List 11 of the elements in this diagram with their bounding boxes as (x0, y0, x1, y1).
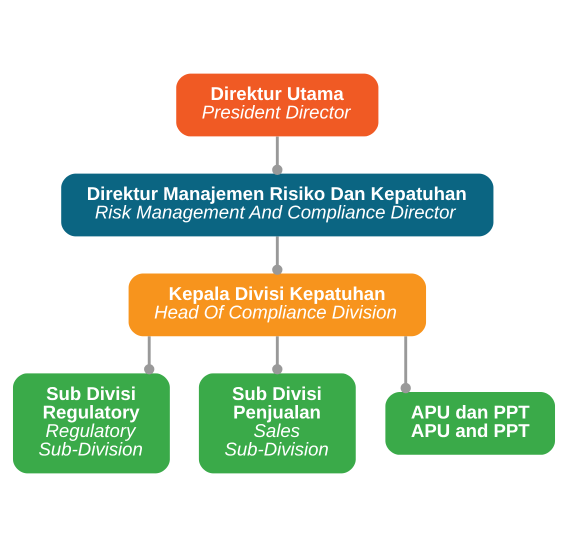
connector (272, 136, 282, 175)
node-box: Sub Divisi Regulatory Regulatory Sub-Division (12, 373, 170, 474)
connector (272, 236, 282, 275)
node-box: Sub Divisi Penjualan Sales Sub-Division (198, 373, 356, 474)
connector (272, 336, 282, 374)
node-box: Kepala Divisi Kepatuhan Head Of Compliance Division (128, 274, 426, 336)
connector (144, 336, 154, 374)
node-box: APU dan PPT APU and PPT (385, 392, 556, 455)
node-box: Direktur Manajemen Risiko Dan Kepatuhan Risk Management And Compliance Director (61, 174, 494, 236)
connector (400, 336, 411, 394)
node-box: Direktur Utama President Director (176, 74, 378, 136)
